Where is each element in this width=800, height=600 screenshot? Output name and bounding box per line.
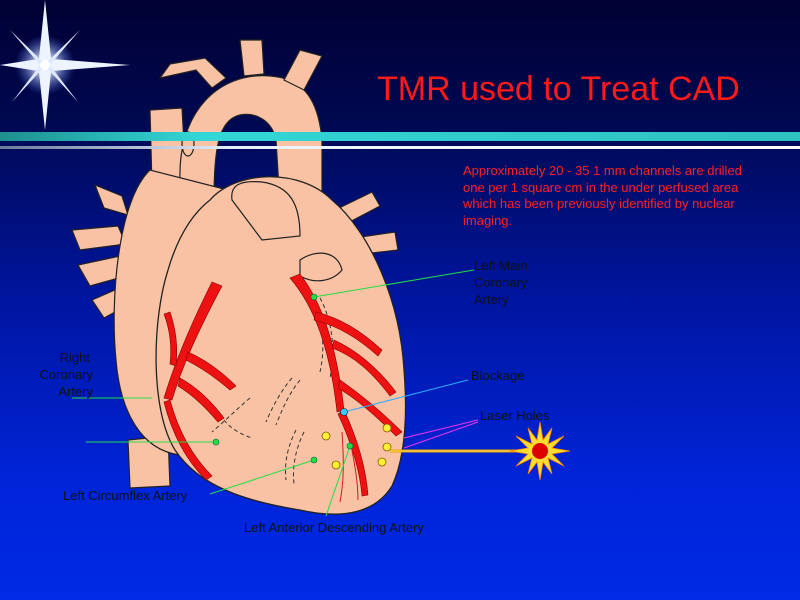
pointer-dots <box>212 293 354 464</box>
left-pulmonary-vessels <box>71 183 131 319</box>
label-left-main-1: Left Main <box>474 258 528 273</box>
label-right-coronary-3: Artery <box>58 384 93 399</box>
title-bar-white <box>0 146 800 149</box>
pointer-circumflex <box>209 459 315 495</box>
laser-hole <box>321 431 331 441</box>
label-left-circumflex: Left Circumflex Artery <box>63 488 188 503</box>
pointer-left-main <box>313 269 475 298</box>
label-lad: Left Anterior Descending Artery <box>244 520 424 535</box>
label-laser-holes: Laser Holes <box>480 408 550 423</box>
pulmonary-trunk <box>231 180 301 241</box>
sparkle-star-icon <box>0 0 130 130</box>
label-blockage: Blockage <box>471 368 525 383</box>
aortic-branches <box>158 39 323 91</box>
pointer-lad <box>325 445 351 517</box>
laser-holes <box>321 423 392 470</box>
pointer-lines <box>72 269 479 517</box>
label-left-main-3: Artery <box>474 292 509 307</box>
laser-hole <box>377 457 387 467</box>
thin-vessels <box>339 429 359 503</box>
heart-body <box>155 176 407 515</box>
laser-hole <box>331 460 341 470</box>
laser-hole <box>382 442 392 452</box>
label-right-coronary-1: Right <box>59 350 90 365</box>
atrial-appendage <box>299 252 343 282</box>
title-bar-teal <box>0 132 800 141</box>
laser-hole <box>382 423 392 433</box>
laser-burst-icon <box>390 421 571 481</box>
pointer-blockage <box>343 379 469 413</box>
coronary-arteries <box>163 273 403 497</box>
label-right-coronary-2: Coronary <box>39 367 93 382</box>
slide-title: TMR used to Treat CAD <box>377 70 740 108</box>
blockage-marker <box>340 408 348 416</box>
pointer-laser-1 <box>403 419 479 439</box>
label-left-main-2: Coronary <box>474 275 528 290</box>
pointer-laser-2 <box>403 421 479 449</box>
description-text: Approximately 20 - 35 1 mm channels are … <box>463 163 742 228</box>
